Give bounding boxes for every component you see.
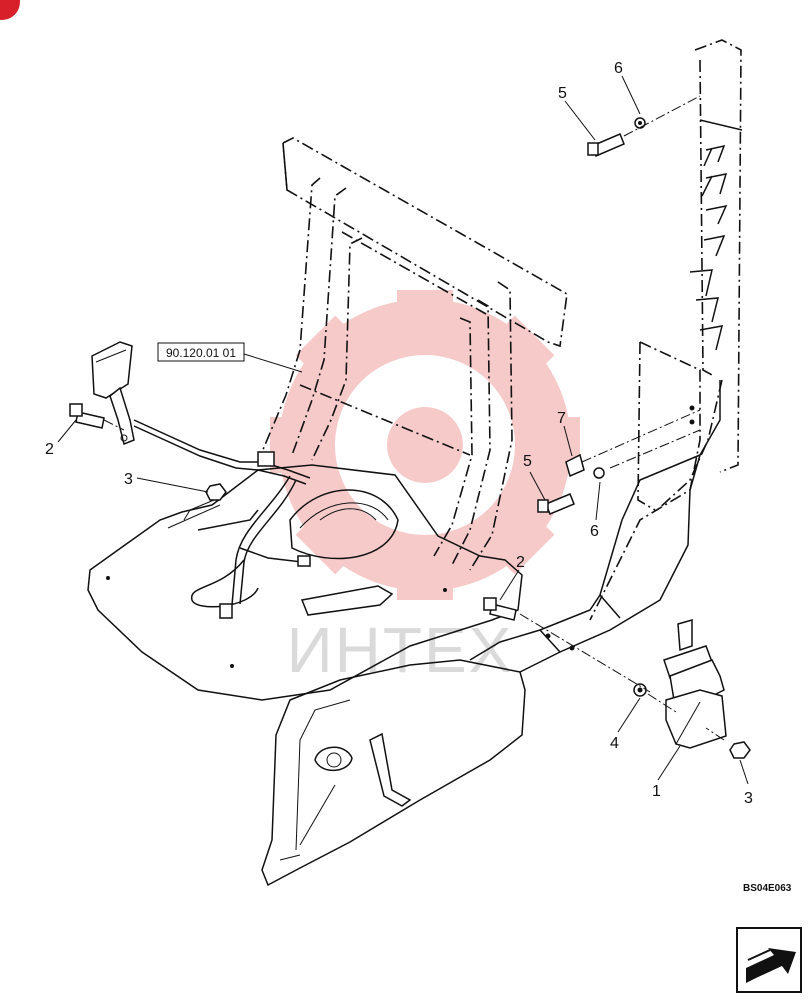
callout-6-mid: 6 [590,523,599,540]
washer-hole [638,121,642,125]
callout-7: 7 [557,410,566,427]
fastener-washer-6b [593,467,605,479]
fastener-bolt-5a [587,133,625,157]
fastener-nut-3a [205,483,227,501]
assembly-axis-lines [103,95,725,741]
seat-plate [87,464,523,701]
watermark-gear-icon [270,290,580,600]
reference-box-label: 90.120.01 01 [166,346,236,360]
seat-back-frame [261,137,568,571]
fastener-bolt-2a [69,403,105,429]
callout-4: 4 [610,735,619,752]
washer-hole [637,687,643,693]
side-rail-slots [689,144,728,351]
fastener-bolt-5b [537,493,575,515]
callout-labels: 5 6 7 5 6 2 3 2 4 1 3 [45,60,753,807]
callout-3-left: 3 [124,471,133,488]
fastener-plug-7 [565,453,585,478]
lower-rail [469,380,721,673]
callout-5-mid: 5 [523,453,532,470]
callout-3-right: 3 [744,790,753,807]
right-seatbelt-retractor [663,619,727,749]
fastener-nut-3b [729,741,751,759]
left-seatbelt-buckle [91,341,135,446]
callout-6-top: 6 [614,60,623,77]
side-rail [589,39,743,621]
callout-2-left: 2 [45,441,54,458]
callout-2-right: 2 [516,554,525,571]
lower-frame [261,659,526,887]
watermark: ИНТЕХ [270,290,580,686]
callout-5-top: 5 [558,85,567,102]
leader-lines [57,75,749,785]
callout-1: 1 [652,783,661,800]
red-corner-badge-icon [0,0,20,20]
reference-box: 90.120.01 01 [157,342,245,362]
figure-code: BS04E063 [743,883,792,894]
next-page-arrow-icon[interactable] [736,927,802,993]
fastener-bolt-2b [483,597,517,621]
wire-harness [133,419,311,619]
